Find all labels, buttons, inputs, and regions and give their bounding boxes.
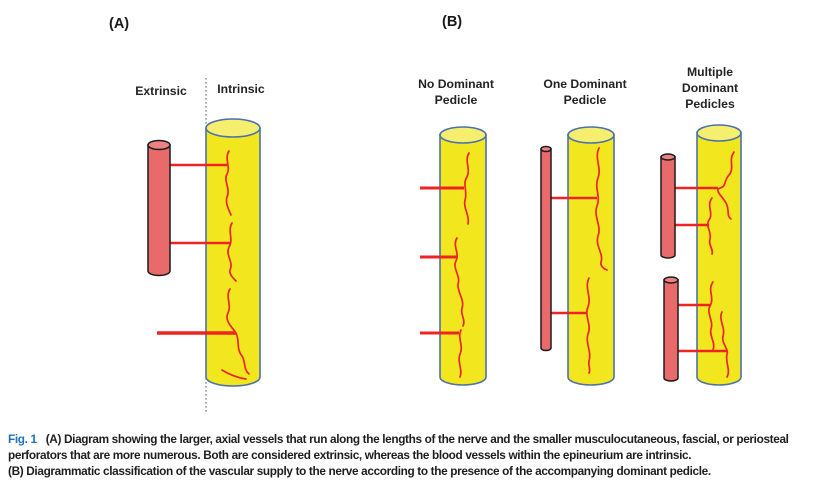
caption-part-a-label: (A) <box>45 432 62 446</box>
perforator-lines-b1 <box>420 186 464 335</box>
dominant-pedicle-vessel-b2 <box>540 145 552 352</box>
one-dominant-label-line1: One Dominant <box>543 77 626 91</box>
intrinsic-label: Intrinsic <box>217 82 265 96</box>
panel-a: (A) Extrinsic Intrinsic <box>109 16 265 412</box>
extrinsic-label: Extrinsic <box>135 84 187 98</box>
panel-b-label: (B) <box>442 14 462 30</box>
figure-caption: Fig. 1 (A) Diagram showing the larger, ax… <box>8 431 829 479</box>
nerve-cylinder-b2 <box>567 134 615 386</box>
intrinsic-vessels-b2 <box>586 147 608 374</box>
figure-number: Fig. 1 <box>8 432 37 446</box>
figure-diagram: (A) Extrinsic Intrinsic <box>109 14 742 412</box>
caption-part-a-text: Diagram showing the larger, axial vessel… <box>8 432 789 462</box>
group-no-dominant-pedicle: No Dominant Pedicle <box>418 77 494 386</box>
multiple-label-line2: Dominant <box>682 81 738 95</box>
pedicle-branch-lines-b2 <box>546 196 597 315</box>
nerve-cylinder-b1 <box>439 134 487 386</box>
no-dominant-label-line1: No Dominant <box>418 77 494 91</box>
multiple-label-line3: Pedicles <box>685 97 735 111</box>
axial-vessel-a <box>147 139 171 277</box>
dominant-pedicle-vessel-b3-upper <box>660 153 676 259</box>
panel-b: (B) No Dominant Pedicle <box>418 14 742 386</box>
group-multiple-dominant-pedicles: Multiple Dominant Pedicles <box>660 65 742 386</box>
intrinsic-vessels-b3 <box>706 151 735 378</box>
multiple-label-line1: Multiple <box>687 65 733 79</box>
nerve-cylinder-b3 <box>696 132 742 386</box>
no-dominant-label-line2: Pedicle <box>435 93 478 107</box>
dominant-pedicle-vessel-b3-lower <box>663 276 679 382</box>
group-one-dominant-pedicle: One Dominant Pedicle <box>540 77 627 386</box>
nerve-cylinder-a <box>205 118 261 387</box>
caption-part-b-text: Diagrammatic classification of the vascu… <box>23 464 711 478</box>
caption-part-b-label: (B) <box>8 464 24 478</box>
panel-a-label: (A) <box>109 16 129 32</box>
intrinsic-vessels-b1 <box>454 152 470 378</box>
one-dominant-label-line2: Pedicle <box>564 93 607 107</box>
